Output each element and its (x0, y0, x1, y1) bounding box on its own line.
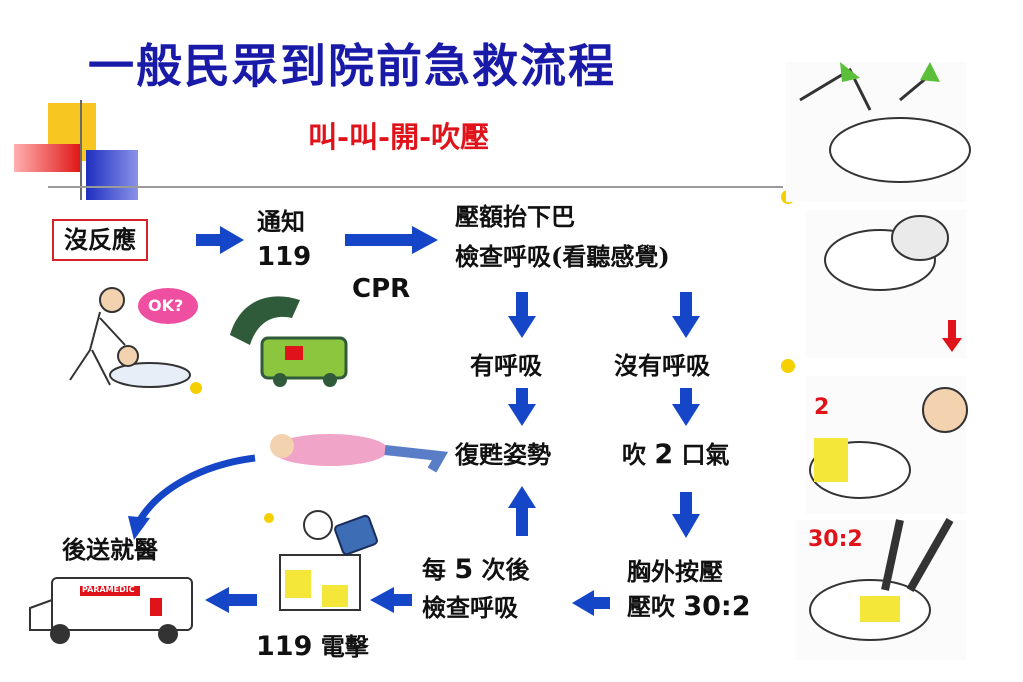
aed-label: 電擊 (320, 632, 369, 661)
recheck-line1-post: 次後 (481, 555, 530, 584)
step-compressions-line2: 壓吹 30:2 (627, 590, 751, 624)
ambulance-text: PARAMEDIC (82, 585, 135, 594)
step-two-breaths: 吹 2 口氣 (622, 438, 730, 472)
arrow-right-1 (196, 226, 244, 254)
compressions-line2-pre: 壓吹 (627, 592, 675, 621)
recheck-line1-num: 5 (454, 554, 474, 585)
head-tilt-illustration (786, 62, 971, 202)
title-divider (48, 186, 783, 188)
arrow-up-recheck (508, 486, 536, 536)
phone-ambulance-illustration (230, 296, 348, 387)
arrow-down-breathing (508, 292, 536, 338)
step-notify-label: 通知 (257, 207, 305, 236)
compressions-line2-num: 30:2 (683, 591, 751, 622)
side-label-breaths: 2 (814, 395, 830, 420)
arrow-down-compressions (672, 492, 700, 538)
step-not-breathing: 沒有呼吸 (614, 351, 710, 380)
red-square (14, 144, 80, 172)
arrow-down-not-breathing (672, 292, 700, 338)
recheck-line1-pre: 每 (422, 555, 446, 584)
rescuer-illustration (69, 287, 191, 388)
chest-compressions-illustration (796, 518, 966, 660)
step-notify-number: 119 (257, 242, 312, 272)
two-breaths-num: 2 (654, 439, 674, 470)
side-label-ratio: 30:2 (808, 527, 863, 552)
step-compressions-line1: 胸外按壓 (627, 557, 723, 586)
step-recovery-position: 復甦姿勢 (455, 440, 551, 469)
vertical-rule (80, 100, 82, 200)
two-breaths-post: 口氣 (681, 440, 730, 469)
check-breathing-illustration (806, 210, 966, 358)
step-airway-line1: 壓額抬下巴 (455, 202, 575, 231)
step-cpr: CPR (352, 274, 411, 304)
aed-num: 119 (256, 631, 313, 662)
step-airway-line2: 檢查呼吸(看聽感覺) (455, 242, 670, 271)
page-title: 一般民眾到院前急救流程 (88, 39, 616, 93)
blue-square (86, 150, 138, 200)
arrow-left-aed (370, 587, 412, 613)
recovery-position-illustration (270, 434, 449, 473)
ok-bubble-text: OK? (148, 296, 184, 315)
aed-illustration (279, 510, 378, 611)
arrow-right-2 (345, 226, 438, 254)
arrow-left-transport (205, 587, 257, 613)
step-recheck-line2: 檢查呼吸 (422, 593, 518, 622)
two-breaths-pre: 吹 (622, 440, 646, 469)
step-no-response: 沒反應 (52, 219, 148, 261)
arrow-down-breaths (672, 388, 700, 426)
step-recheck-line1: 每 5 次後 (422, 553, 530, 587)
arrow-down-recovery (508, 388, 536, 426)
corner-decoration (0, 0, 138, 200)
ok-speech-bubble (138, 288, 198, 324)
rescue-breaths-illustration (806, 376, 968, 514)
step-aed: 119 電擊 (256, 630, 369, 664)
step-breathing: 有呼吸 (470, 351, 542, 380)
step-transport: 後送就醫 (62, 535, 158, 564)
arrow-curved-transport (136, 454, 256, 522)
page-subtitle: 叫-叫-開-吹壓 (308, 120, 490, 154)
ambulance-illustration (29, 577, 193, 644)
arrow-left-recheck (572, 590, 610, 616)
